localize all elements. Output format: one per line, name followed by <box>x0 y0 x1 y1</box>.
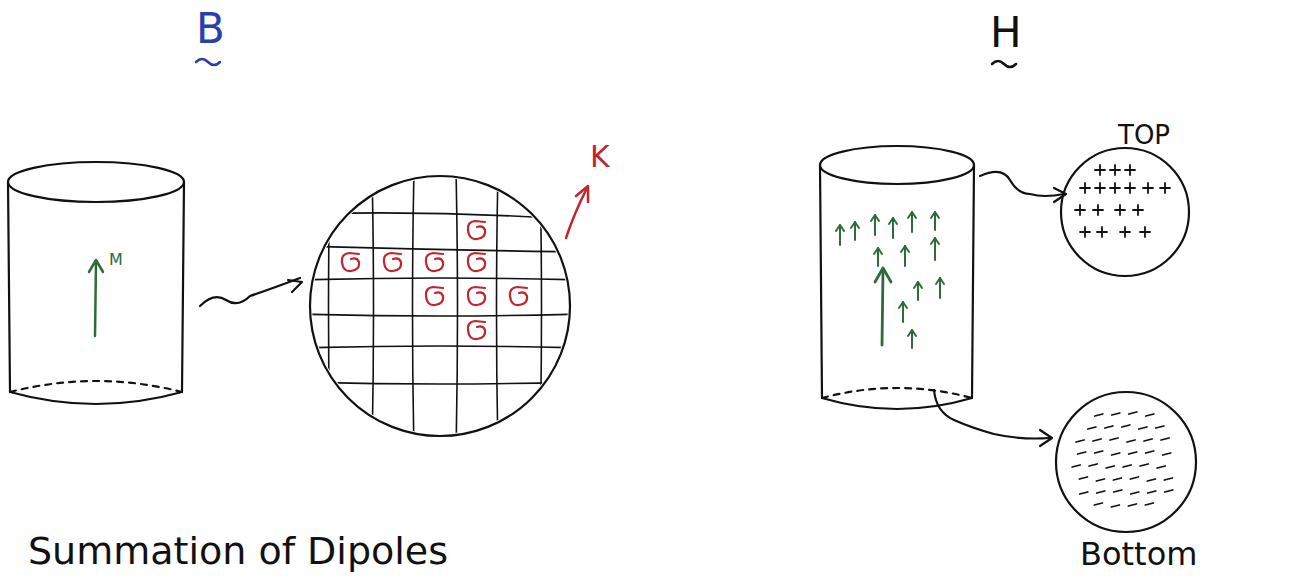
bottom-face <box>1056 392 1196 532</box>
field-symbol: H <box>990 12 1022 54</box>
grid-lines <box>300 170 580 450</box>
face-label: Bottom <box>1080 538 1197 570</box>
face-label: TOP <box>1118 122 1170 148</box>
magnet-cylinder <box>8 162 184 404</box>
current-loops <box>342 221 527 339</box>
positive-charges <box>1075 165 1170 237</box>
magnet-cylinder <box>820 146 974 409</box>
caption-text: Summation of Dipoles <box>28 532 448 570</box>
dipole-arrows <box>836 212 944 348</box>
magnetization-arrow <box>89 260 103 336</box>
vector-label: M <box>109 252 123 268</box>
negative-charges <box>1072 412 1173 507</box>
surface-current-arrow <box>566 186 588 238</box>
squiggle-arrow <box>200 172 1066 446</box>
vector-tilde <box>992 61 1016 67</box>
top-face <box>1061 148 1189 276</box>
cross-section-disc <box>310 176 570 436</box>
vector-label: K <box>590 142 610 172</box>
field-symbol: B <box>196 8 225 50</box>
vector-tilde <box>196 59 220 65</box>
